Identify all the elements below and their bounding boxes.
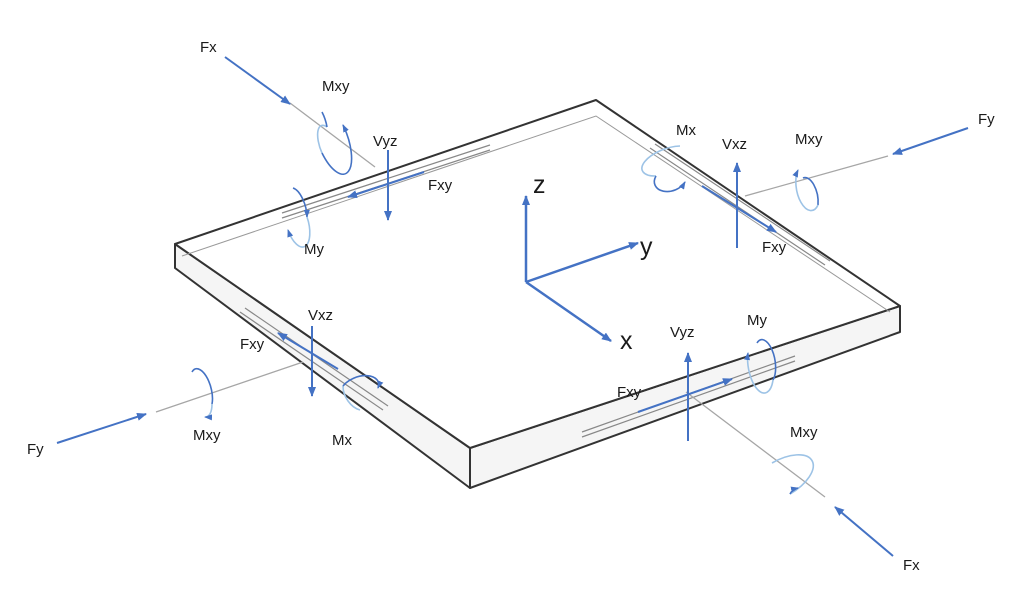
fy-arrow-bottom-left [56,412,147,444]
vyz-label-top-left: Vyz [373,133,397,150]
plate-top-face [174,99,901,449]
mxy-label-top-left: Mxy [322,78,350,95]
mxy-moment-bottom-right-back [771,454,815,495]
my-moment-top-left-back [292,187,310,218]
z-axis-label: z [533,171,546,199]
fxy-label-top-right: Fxy [762,239,787,256]
mx-moment-top-right-back [641,145,681,177]
fxy-arrow-bottom-left [277,332,339,370]
mx-label-bottom-left: Mx [332,432,352,449]
vxz-label-bottom-left: Vxz [308,307,333,324]
mxy-moment-bottom-right-front [789,486,799,495]
vyz-label-bottom-right: Vyz [670,324,694,341]
fxy-label-bottom-left: Fxy [240,336,265,353]
mxy-label-bottom-right: Mxy [790,424,818,441]
fy-arrow-top-right [892,127,969,155]
fy-label-top-right: Fy [978,111,995,128]
mxy-moment-top-right-front [792,169,819,212]
fx-label-top-left: Fx [200,39,217,56]
mxy-moment-top-right-back [802,176,819,206]
fxy-arrow-bottom-right [637,378,733,413]
my-label-top-left: My [304,241,324,258]
my-moment-top-left-front [287,216,311,248]
mx-moment-bottom-left-front [342,374,384,389]
fxy-arrow-top-left [347,171,425,198]
mxy-moment-top-left-front [321,124,353,175]
x-axis-label: x [620,327,633,355]
mxy-moment-bottom-left-back [191,367,214,405]
fxy-label-top-left: Fxy [428,177,453,194]
plate-inner-edge [181,115,891,313]
mx-moment-top-right-front [653,175,686,193]
moment-arcs [191,111,819,495]
force-arrows [56,56,969,557]
mx-label-top-right: Mx [676,122,696,139]
mxy-label-bottom-left: Mxy [193,427,221,444]
mxy-moment-top-left-tail [321,111,328,128]
my-moment-bottom-right-front [744,352,774,394]
mxy-moment-top-left-back [316,124,328,154]
my-label-bottom-right: My [747,312,767,329]
y-axis-arrow [525,241,639,284]
x-axis-arrow [525,280,612,343]
fx-arrow-bottom-right [834,506,894,557]
fxy-label-bottom-right: Fxy [617,384,642,401]
mxy-moment-bottom-left-front [204,403,213,421]
fx-arrow-top-left [224,56,291,105]
mxy-label-top-right: Mxy [795,131,823,148]
vxz-label-top-right: Vxz [722,136,747,153]
y-axis-label: y [640,233,653,261]
normal-axis-lines [155,102,889,498]
fx-label-bottom-right: Fx [903,557,920,574]
fy-label-bottom-left: Fy [27,441,44,458]
fxy-arrow-top-right [701,185,777,233]
mx-moment-bottom-left-back [342,385,361,411]
coordinate-axes [522,195,639,343]
my-moment-bottom-right-back [756,338,777,381]
